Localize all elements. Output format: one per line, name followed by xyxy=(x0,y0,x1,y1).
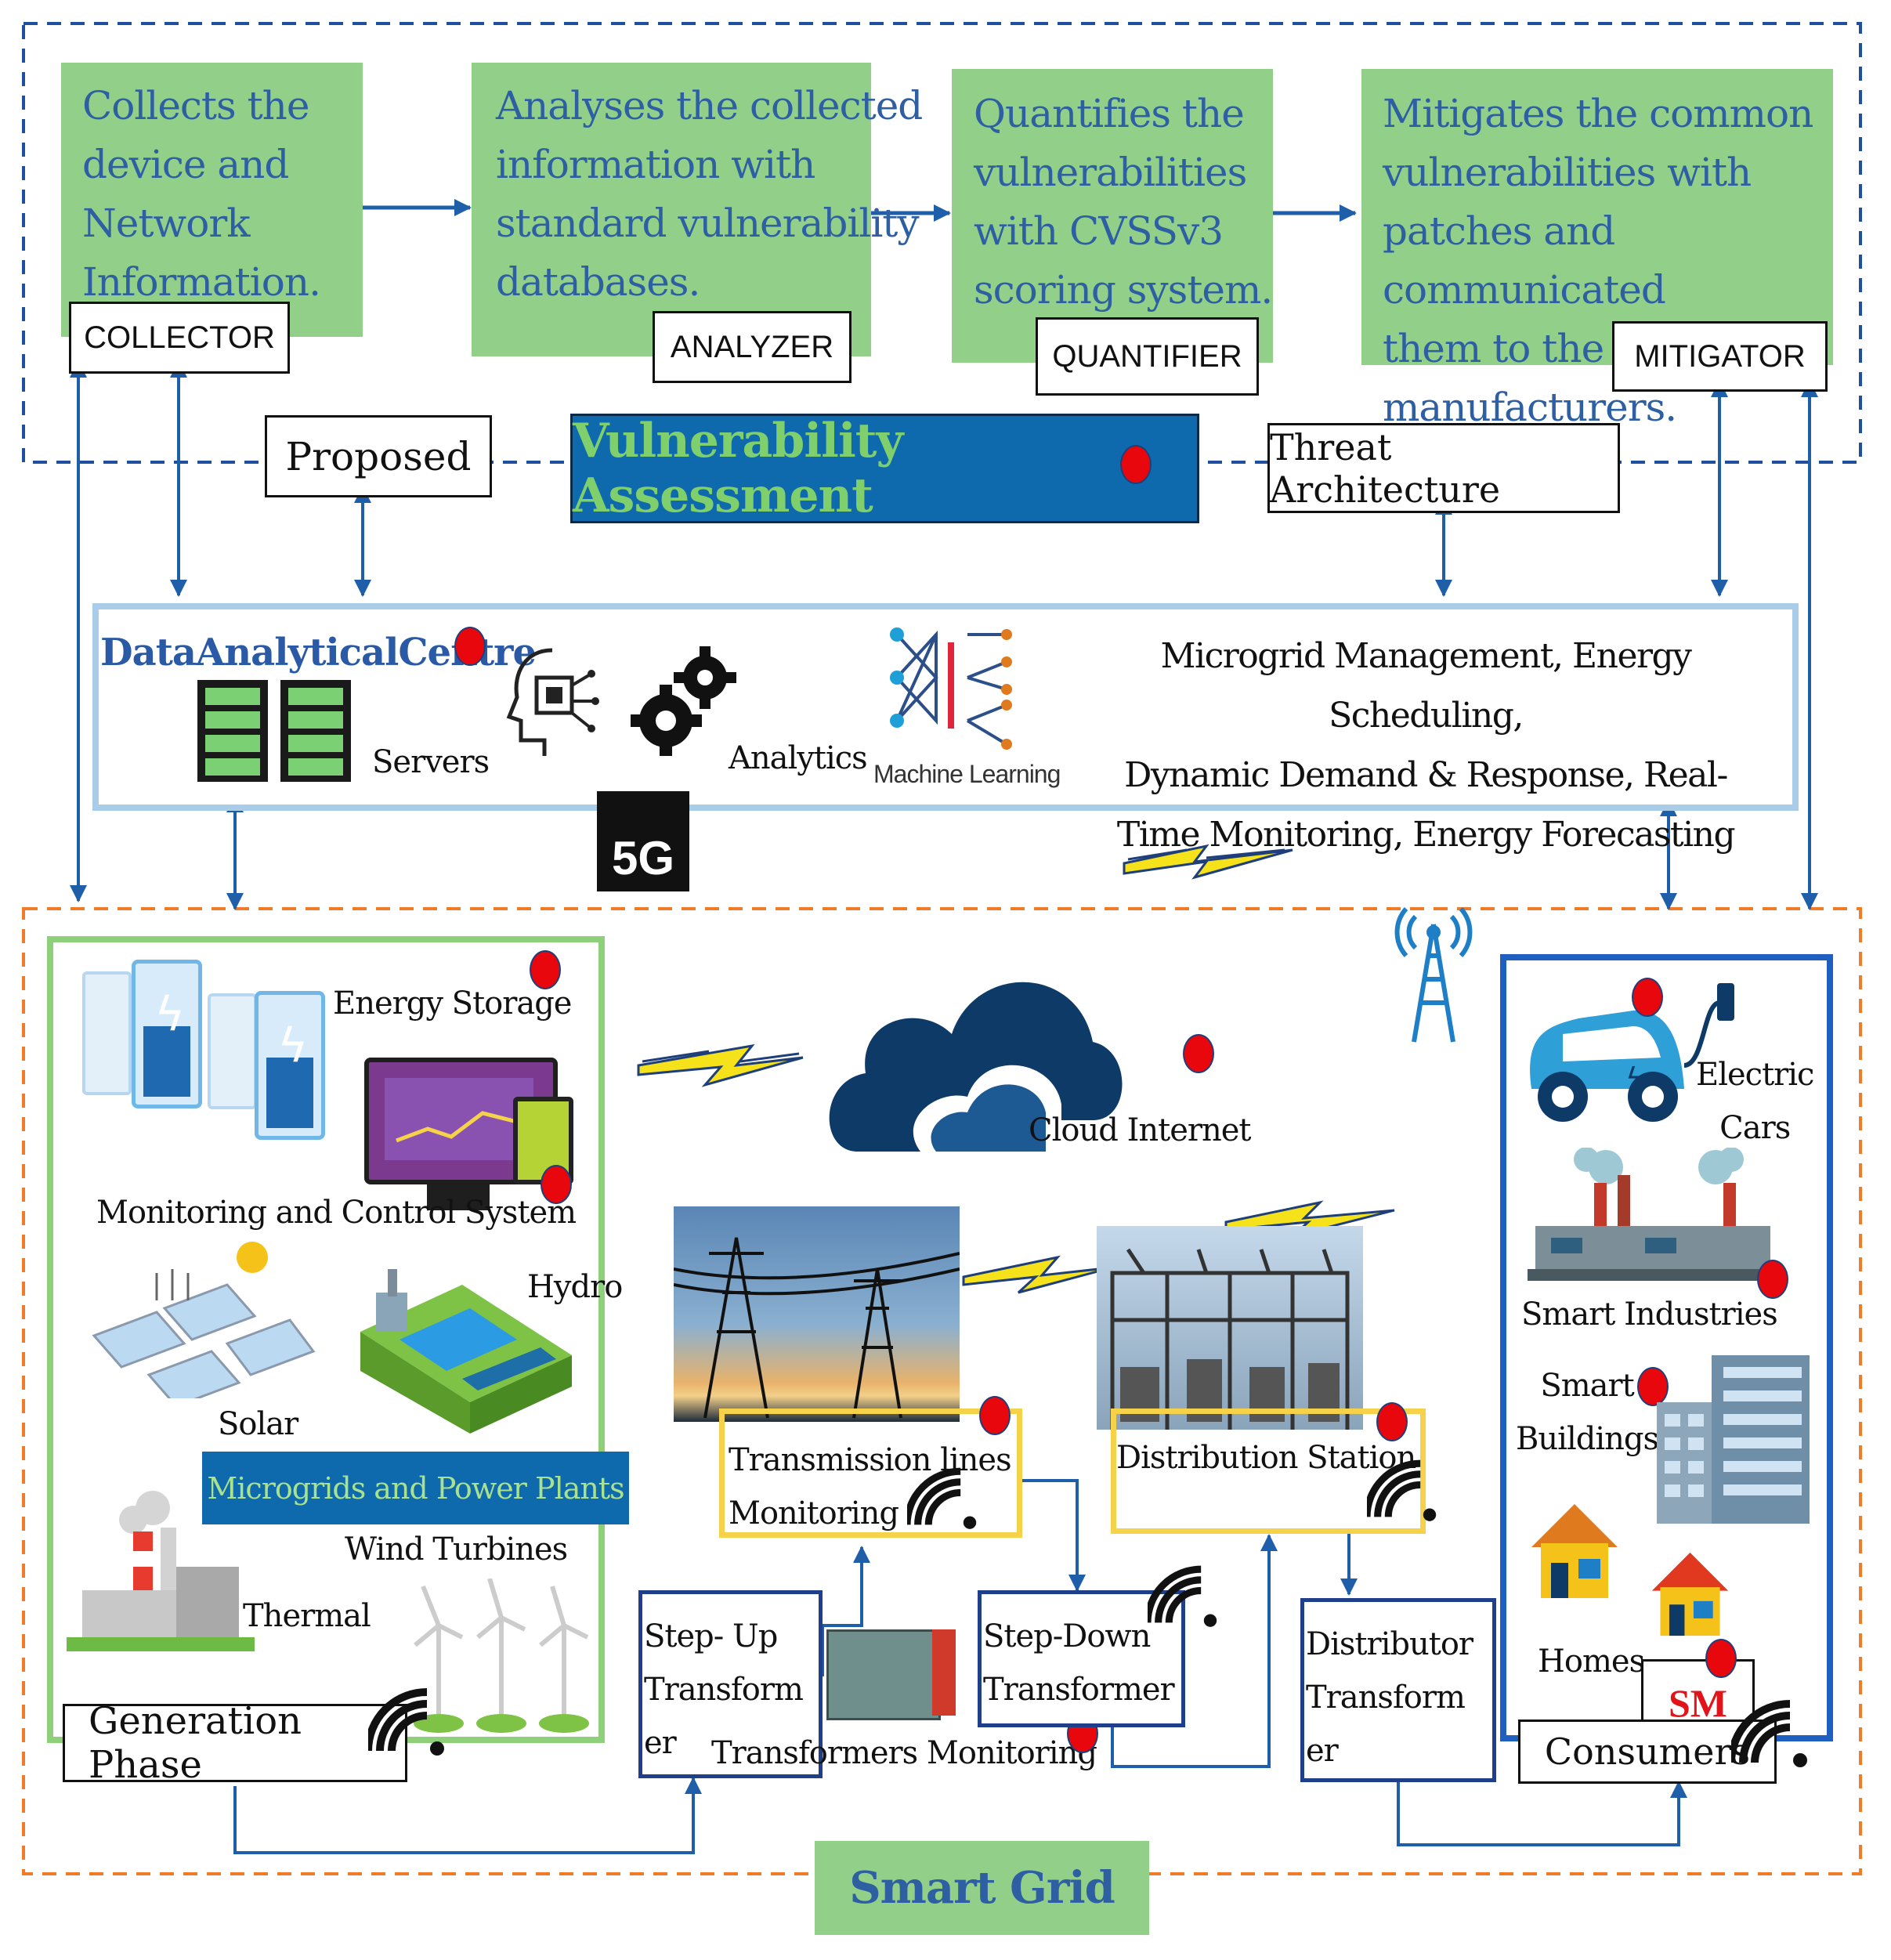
smart-industries-label: Smart Industries xyxy=(1521,1296,1778,1333)
electric-cars-marker xyxy=(1632,978,1663,1017)
monitor-stand xyxy=(427,1183,490,1210)
solar-label: Solar xyxy=(218,1406,298,1442)
antenna-tower-icon xyxy=(1394,907,1473,1043)
wifi-icon xyxy=(1367,1459,1437,1521)
machine-learning-icon xyxy=(890,627,1012,750)
smart-industries-marker xyxy=(1757,1260,1788,1299)
energy-storage-marker xyxy=(530,950,561,989)
transformer-icon xyxy=(932,1629,956,1716)
assessment-dashed-frame xyxy=(22,22,1862,464)
ai-head-icon xyxy=(506,648,599,756)
cloud-marker xyxy=(1183,1034,1214,1073)
lightning-icon xyxy=(637,844,1395,1294)
vulnerability-assessment-banner: Vulnerability Assessment xyxy=(570,414,1199,523)
battery-icon: ϟ xyxy=(132,960,202,1108)
wifi-icon xyxy=(368,1688,444,1756)
machine-learning-label: Machine Learning xyxy=(873,760,1061,788)
smart-buildings-marker xyxy=(1637,1367,1669,1406)
5g-icon: 5G xyxy=(597,791,689,891)
monitoring-marker xyxy=(541,1165,572,1204)
thermal-label: Thermal xyxy=(243,1598,371,1634)
electric-cars-label: Electric Cars xyxy=(1696,1057,1814,1146)
collector-box xyxy=(61,63,363,337)
smart-grid-banner: Smart Grid xyxy=(815,1841,1149,1935)
wind-turbines-label: Wind Turbines xyxy=(345,1531,568,1568)
homes-label: Homes xyxy=(1538,1644,1645,1680)
collector-label: COLLECTOR xyxy=(69,302,290,374)
battery-icon xyxy=(208,993,257,1109)
proposed-label: Proposed xyxy=(265,415,492,497)
cloud-icon xyxy=(829,982,1123,1152)
step-down-box xyxy=(978,1590,1185,1727)
mitigator-label: MITIGATOR xyxy=(1612,321,1828,392)
data-centre-marker xyxy=(454,627,486,666)
data-centre-panel xyxy=(92,603,1799,811)
collector-text: Collects the device and Network Informat… xyxy=(82,83,321,305)
thermal-plant-icon xyxy=(67,1491,255,1651)
wifi-icon xyxy=(1148,1565,1217,1627)
electric-car-icon: ϟ xyxy=(1530,1000,1719,1122)
mitigator-box xyxy=(1361,69,1833,365)
distribution-frame xyxy=(1111,1409,1426,1534)
battery-icon: ϟ xyxy=(255,991,325,1140)
services-text: Microgrid Management, Energy Scheduling,… xyxy=(1116,636,1736,855)
home-icon xyxy=(1531,1504,1618,1598)
server-icon xyxy=(280,680,351,782)
analyzer-box xyxy=(472,63,871,356)
mitigator-text: Mitigates the common vulnerabilities wit… xyxy=(1383,91,1813,430)
solar-panel-icon xyxy=(92,1242,316,1398)
home-icon xyxy=(1651,1552,1729,1636)
step-down-label: Step-Down Transformer xyxy=(983,1618,1175,1708)
hydro-dam-icon xyxy=(360,1269,572,1434)
distributor-box xyxy=(1300,1598,1496,1782)
microgrids-banner: Microgrids and Power Plants xyxy=(202,1452,629,1524)
generation-phase-label: Generation Phase xyxy=(63,1699,407,1787)
analyzer-label: ANALYZER xyxy=(653,311,851,383)
gears-icon xyxy=(631,646,736,756)
transformer-icon xyxy=(826,1629,941,1720)
energy-storage-label: Energy Storage xyxy=(333,985,572,1022)
consumers-phase-label: Consumers xyxy=(1518,1720,1777,1784)
transmission-photo xyxy=(674,1206,960,1422)
assessment-title: Vulnerability Assessment xyxy=(573,414,903,523)
analytics-label: Analytics xyxy=(729,740,868,776)
transformers-monitoring-label: Transformers Monitoring xyxy=(711,1735,1097,1771)
wifi-icon xyxy=(907,1467,977,1529)
transmission-label: Transmission lines Monitoring xyxy=(729,1442,1012,1531)
transmission-frame xyxy=(719,1409,1022,1538)
transmission-marker xyxy=(979,1396,1011,1435)
smart-meter-marker xyxy=(1705,1639,1737,1678)
smart-meter-label: SM xyxy=(1669,1681,1727,1725)
svg-text:ϟ: ϟ xyxy=(1625,1061,1645,1096)
distribution-marker xyxy=(1376,1402,1408,1441)
vulnerability-marker xyxy=(1120,445,1152,484)
building-icon xyxy=(1657,1355,1810,1524)
electric-plug-icon xyxy=(1717,983,1734,1021)
smart-buildings-label: Smart Buildings xyxy=(1516,1368,1659,1457)
servers-label: Servers xyxy=(372,744,490,780)
distribution-photo xyxy=(1097,1226,1363,1430)
step-up-label: Step- Up Transform er xyxy=(644,1618,804,1761)
threat-architecture-label: Threat Architecture xyxy=(1267,423,1620,513)
quantifier-label: QUANTIFIER xyxy=(1036,317,1259,396)
quantifier-text: Quantifies the vulnerabilities with CVSS… xyxy=(974,91,1273,313)
wind-turbine-icon xyxy=(414,1578,589,1733)
server-icon xyxy=(197,680,268,782)
battery-icon xyxy=(82,971,132,1095)
monitoring-control-label: Monitoring and Control System xyxy=(96,1195,577,1231)
quantifier-box xyxy=(952,69,1273,363)
step-up-box xyxy=(638,1590,823,1778)
tablet-icon xyxy=(513,1097,573,1184)
wifi-icon xyxy=(1731,1700,1807,1767)
analyzer-text: Analyses the collected information with … xyxy=(496,83,923,305)
distributor-label: Distributor Transform er xyxy=(1306,1626,1473,1769)
hydro-label: Hydro xyxy=(527,1269,623,1305)
cloud-internet-label: Cloud Internet xyxy=(1029,1112,1251,1148)
distribution-station-label: Distribution Station xyxy=(1116,1440,1416,1476)
factory-icon xyxy=(1528,1148,1778,1281)
